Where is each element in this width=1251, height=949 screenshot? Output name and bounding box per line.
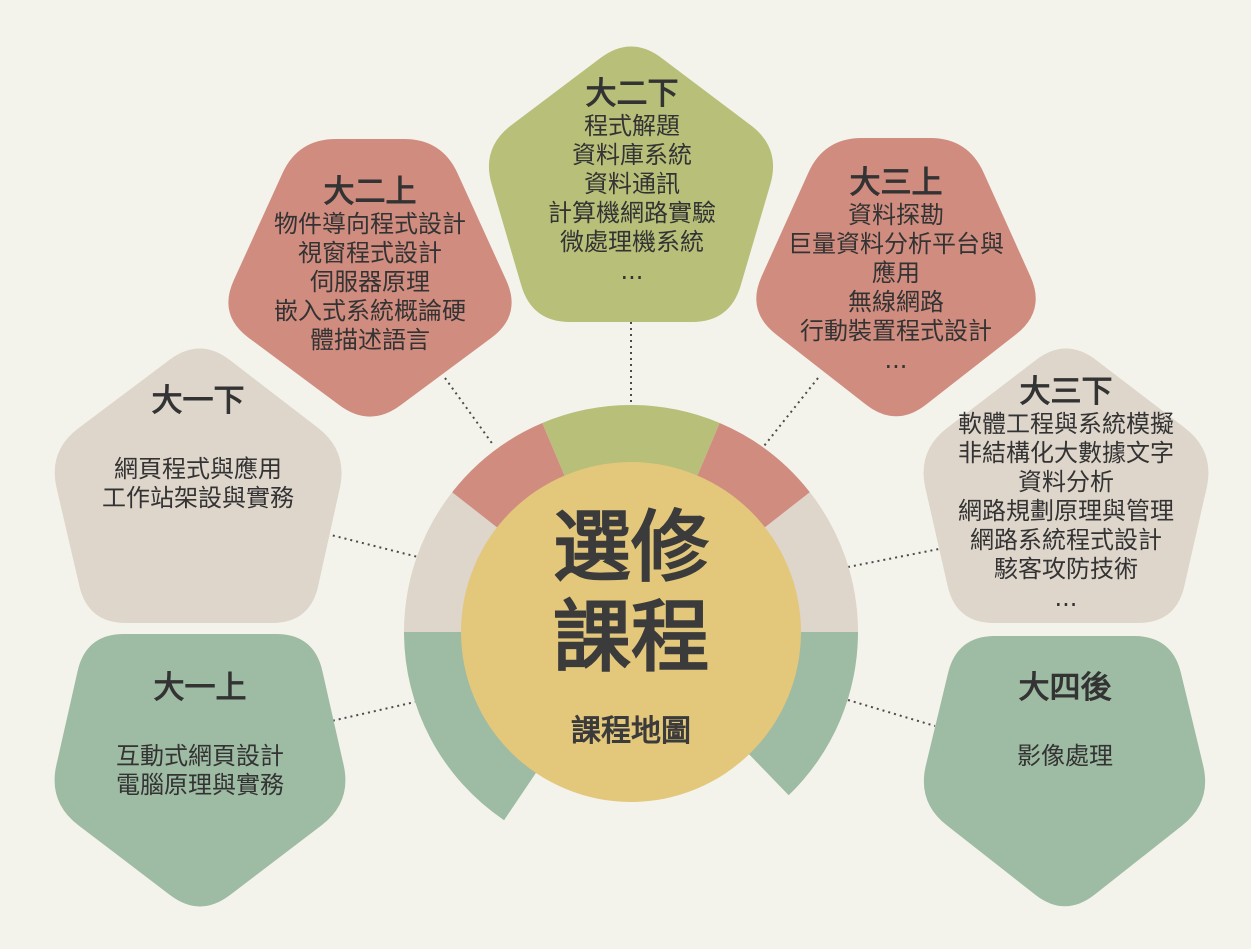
course-list: 網頁程式與應用 工作站架設與實務 [48, 455, 348, 513]
course-item: 資料分析 [1018, 468, 1114, 496]
course-item: 計算機網路實驗 [548, 199, 716, 227]
pentagon-y1a [54, 634, 346, 907]
course-item: 影像處理 [1017, 742, 1113, 770]
course-item: 駭客攻防技術 [994, 555, 1138, 583]
semester-title: 大一下 [151, 383, 245, 419]
pentagon-y3b [923, 348, 1209, 623]
course-item: 電腦原理與實務 [116, 771, 284, 799]
pentagon-y1b [54, 348, 342, 623]
course-item: 體描述語言 [310, 326, 430, 354]
connector-line [326, 533, 419, 558]
ring-segment [404, 492, 499, 632]
semester-y3b: 大三下 軟體工程與系統模擬 非結構化大數據文字 資料分析 網路規劃原理與管理 網… [916, 374, 1216, 613]
course-item: 無線網路 [848, 288, 944, 316]
course-item: 行動裝置程式設計 [800, 317, 992, 345]
connector-line [444, 377, 495, 447]
course-item: 網路系統程式設計 [970, 526, 1162, 554]
semester-title: 大三上 [849, 165, 943, 201]
course-list: 軟體工程與系統模擬 非結構化大數據文字 資料分析 網路規劃原理與管理 網路系統程… [916, 410, 1216, 613]
semester-y4: 大四後 影像處理 [915, 670, 1215, 771]
course-item: 工作站架設與實務 [102, 484, 294, 512]
semester-y2b: 大二下 程式解題 資料庫系統 資料通訊 計算機網路實驗 微處理機系統 ... [482, 76, 782, 286]
ring-segment [452, 423, 566, 529]
semester-title: 大三下 [1019, 374, 1113, 410]
ring-segment [696, 423, 810, 529]
center-title-line1: 選修 [552, 503, 709, 593]
course-item: 資料庫系統 [572, 141, 692, 169]
course-list: 影像處理 [915, 742, 1215, 771]
semester-title: 大二上 [323, 174, 417, 210]
course-item: 非結構化大數據文字 [958, 439, 1174, 467]
course-item: 軟體工程與系統模擬 [958, 410, 1174, 438]
course-list: 互動式網頁設計 電腦原理與實務 [50, 742, 350, 800]
course-item: 網路規劃原理與管理 [958, 497, 1174, 525]
semester-title: 大一上 [153, 670, 247, 706]
center-subtitle: 課程地圖 [571, 714, 691, 749]
course-list: 資料探勘 巨量資料分析平台與 應用 無線網路 行動裝置程式設計 ... [746, 201, 1046, 375]
center-title-line2: 課程 [552, 593, 709, 683]
course-item: 互動式網頁設計 [116, 742, 284, 770]
ring-segment [747, 632, 858, 796]
ring-segment [404, 632, 538, 821]
semester-title: 大四後 [1018, 670, 1112, 706]
semester-title: 大二下 [585, 76, 679, 112]
pentagon-y2b [488, 46, 774, 322]
connector-line [763, 377, 819, 447]
ring-segment [763, 492, 858, 632]
course-list: 程式解題 資料庫系統 資料通訊 計算機網路實驗 微處理機系統 ... [482, 112, 782, 286]
course-item: 嵌入式系統概論硬 [274, 297, 466, 325]
pentagon-y4 [923, 636, 1206, 907]
course-item: 物件導向程式設計 [274, 210, 466, 238]
ring-segment [542, 405, 720, 478]
course-item: 巨量資料分析平台與 [788, 230, 1004, 258]
course-item: 程式解題 [584, 112, 680, 140]
pentagon-y3a [756, 138, 1036, 417]
center-title: 選修 課程 [500, 503, 762, 683]
course-item: ... [1054, 584, 1078, 612]
semester-y1a: 大一上 互動式網頁設計 電腦原理與實務 [50, 670, 350, 800]
course-item: 網頁程式與應用 [114, 455, 282, 483]
course-item: 資料探勘 [848, 201, 944, 229]
course-item: 視窗程式設計 [298, 239, 442, 267]
semester-y1b: 大一下 網頁程式與應用 工作站架設與實務 [48, 383, 348, 513]
course-item: ... [620, 257, 644, 285]
semester-y2a: 大二上 物件導向程式設計 視窗程式設計 伺服器原理 嵌入式系統概論硬 體描述語言 [220, 174, 520, 355]
center-circle [461, 462, 801, 802]
course-list: 物件導向程式設計 視窗程式設計 伺服器原理 嵌入式系統概論硬 體描述語言 [220, 210, 520, 355]
semester-y3a: 大三上 資料探勘 巨量資料分析平台與 應用 無線網路 行動裝置程式設計 ... [746, 165, 1046, 375]
course-item: 微處理機系統 [560, 228, 704, 256]
course-item: ... [884, 346, 908, 374]
connector-line [847, 547, 945, 568]
course-item: 伺服器原理 [310, 268, 430, 296]
course-item: 資料通訊 [584, 170, 680, 198]
course-item: 應用 [872, 259, 920, 287]
pentagon-y2a [228, 139, 512, 417]
